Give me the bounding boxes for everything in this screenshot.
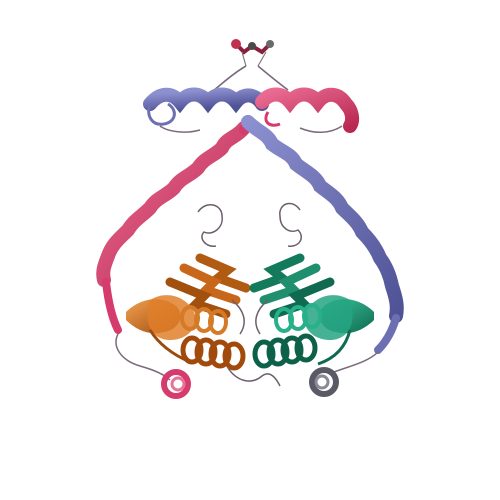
crossing-loop bbox=[159, 125, 343, 133]
helix-blue-long bbox=[241, 115, 404, 323]
top-loop-right bbox=[257, 65, 289, 91]
helix-blue-top bbox=[143, 87, 269, 126]
loop-right-lower bbox=[333, 351, 379, 373]
domain-orange bbox=[126, 253, 251, 371]
top-loop-left bbox=[213, 65, 247, 91]
loop-left-lower bbox=[115, 333, 171, 381]
ligand-molecule bbox=[231, 39, 274, 67]
inner-loop-right bbox=[279, 202, 302, 247]
loop-bottom-center bbox=[227, 367, 281, 387]
helix-pink-top bbox=[255, 87, 360, 133]
strand-blue-right bbox=[374, 314, 400, 354]
helix-pink-long bbox=[96, 115, 253, 287]
domain-green bbox=[249, 253, 374, 369]
coil-grey-bottom bbox=[309, 367, 339, 397]
coil-pink-bottom bbox=[161, 369, 191, 399]
inner-loop-left bbox=[197, 204, 223, 247]
strand-pink-left bbox=[102, 278, 122, 334]
